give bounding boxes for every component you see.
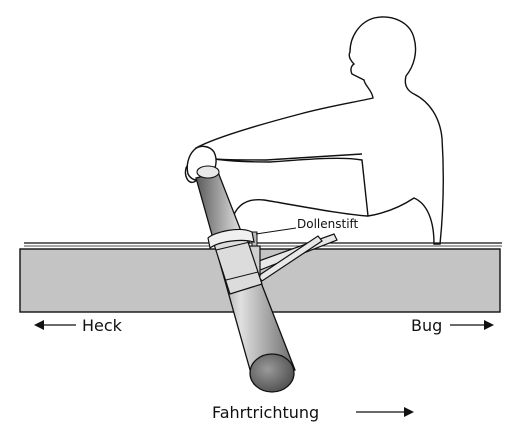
direction-arrow	[356, 407, 414, 417]
stern-label: Heck	[82, 316, 122, 335]
rower-thigh	[231, 199, 369, 221]
direction-label: Fahrtrichtung	[212, 403, 320, 422]
oar	[195, 165, 296, 393]
bow-arrow	[450, 320, 494, 330]
bow-label: Bug	[411, 316, 443, 335]
oarlock-pin-label: Dollenstift	[297, 217, 359, 231]
stern-arrow	[34, 320, 76, 330]
